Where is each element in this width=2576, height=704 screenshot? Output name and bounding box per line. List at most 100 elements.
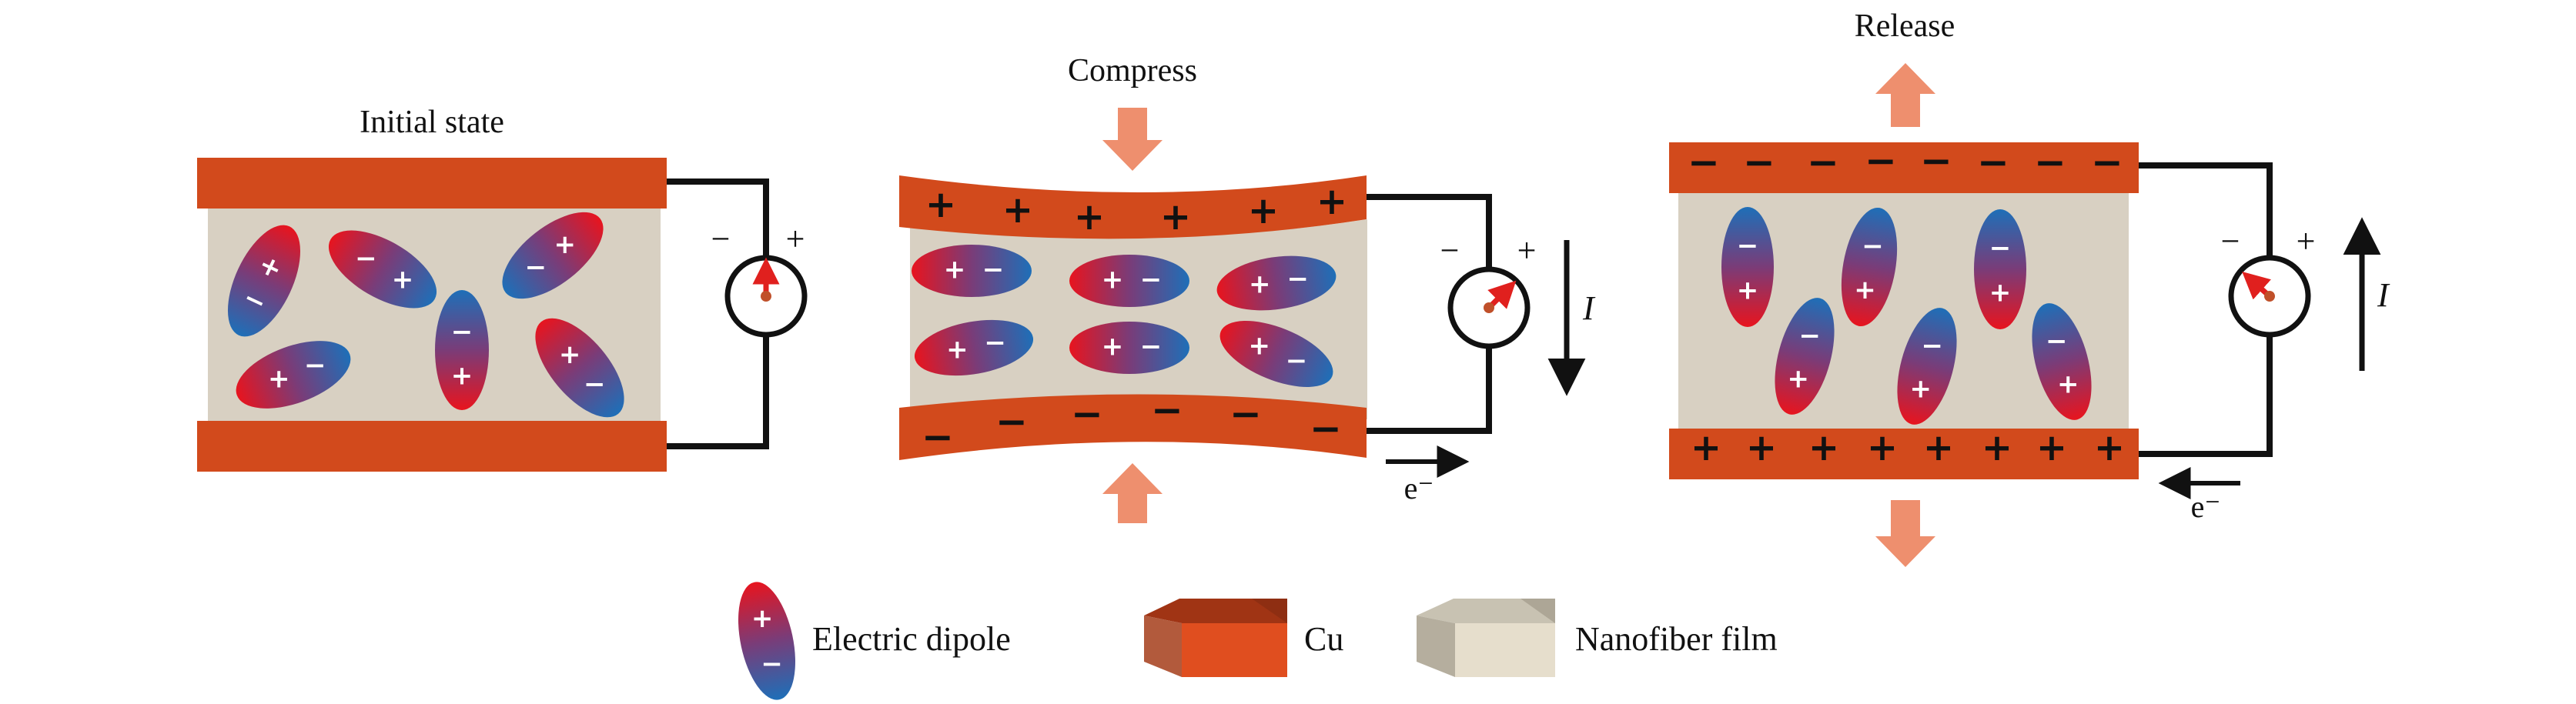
- bottom-charge-sign: +: [1808, 426, 1839, 469]
- dipole-plus-sign: +: [1249, 269, 1271, 300]
- dipole-plus-sign: +: [944, 255, 966, 285]
- top-charge-sign: −: [2091, 140, 2123, 185]
- bottom-charge-sign: −: [995, 399, 1028, 444]
- initial-top-electrode: [197, 158, 667, 209]
- legend-cu-label: Cu: [1304, 620, 1343, 658]
- dipole-plus-sign: +: [751, 603, 774, 634]
- electric-dipole: + −: [1775, 298, 1835, 415]
- bottom-charge-sign: +: [1982, 426, 2012, 469]
- bottom-charge-sign: +: [1691, 426, 1721, 469]
- top-charge-sign: −: [1807, 140, 1839, 185]
- legend-film-label: Nanofiber film: [1575, 620, 1778, 658]
- release-current-label: I: [2377, 276, 2390, 314]
- dipole-minus-sign: −: [1286, 345, 1308, 376]
- dipole-minus-sign: −: [1737, 231, 1759, 262]
- electric-dipole: + −: [1219, 321, 1333, 387]
- top-charge-sign: +: [1074, 195, 1105, 239]
- electric-dipole: + −: [1216, 255, 1337, 311]
- initial-bottom-electrode: [197, 421, 667, 472]
- dipole-minus-sign: −: [1798, 320, 1821, 351]
- release-down-arrow: [1875, 500, 1935, 567]
- top-charge-sign: −: [1743, 140, 1775, 185]
- dipole-minus-sign: −: [761, 649, 783, 679]
- release-up-arrow: [1875, 63, 1935, 127]
- panel-release: Release − − − − − − − − + + + + + + + +: [1669, 8, 2390, 567]
- electric-dipole: + −: [1974, 209, 2026, 329]
- compress-dipoles: + − + − + − + − + −: [912, 245, 1337, 387]
- compress-bottom-electrode: [899, 394, 1367, 460]
- bottom-charge-sign: +: [2036, 426, 2067, 469]
- electric-dipole: + −: [1841, 207, 1898, 327]
- compress-top-electrode: [899, 175, 1367, 239]
- electric-dipole: + −: [1721, 207, 1774, 327]
- release-bottom-electrode: [1669, 429, 2139, 479]
- panel-compress: Compress + + + + + + − − − − − − + −: [899, 53, 1596, 523]
- legend-film-block: [1417, 599, 1555, 677]
- electric-dipole: + −: [236, 341, 351, 409]
- release-meter-minus: −: [2221, 222, 2240, 260]
- bottom-charge-sign: −: [1310, 406, 1342, 451]
- release-electron-label: e⁻: [2191, 489, 2221, 524]
- dipole-plus-sign: +: [559, 339, 581, 370]
- release-bottom-charges: + + + + + + + +: [1691, 426, 2125, 469]
- dipole-minus-sign: −: [1862, 231, 1884, 262]
- initial-circuit-wire: [667, 179, 769, 449]
- initial-dipoles: + − + − + − + − + −: [227, 212, 624, 418]
- legend-dipole-label: Electric dipole: [812, 620, 1011, 658]
- dipole-minus-sign: −: [2046, 325, 2068, 356]
- dipole-minus-sign: −: [451, 317, 473, 348]
- release-meter: [2228, 255, 2311, 338]
- panel-release-title: Release: [1855, 8, 1955, 44]
- electric-dipole: + −: [912, 245, 1032, 297]
- dipole-plus-sign: +: [1102, 265, 1124, 295]
- panel-initial-title: Initial state: [360, 105, 504, 140]
- legend-dipole-icon: + −: [738, 582, 796, 700]
- electric-dipole: + −: [1069, 255, 1189, 307]
- initial-meter-plus: +: [786, 220, 805, 258]
- bottom-charge-sign: +: [1867, 426, 1898, 469]
- electric-dipole: + −: [1069, 322, 1189, 374]
- top-charge-sign: +: [1248, 189, 1279, 232]
- compress-top-charges: + + + + + +: [925, 180, 1347, 239]
- dipole-plus-sign: +: [1102, 332, 1124, 362]
- top-charge-sign: −: [2034, 140, 2066, 185]
- bottom-charge-sign: −: [1229, 392, 1262, 436]
- bottom-charge-sign: −: [1071, 392, 1103, 436]
- dipole-plus-sign: +: [451, 361, 473, 392]
- dipole-plus-sign: +: [2057, 369, 2079, 399]
- dipole-plus-sign: +: [1737, 275, 1759, 306]
- dipole-minus-sign: −: [1286, 264, 1309, 295]
- legend: + − Electric dipole Cu Nanofiber film: [738, 582, 1778, 700]
- top-charge-sign: −: [1865, 138, 1897, 183]
- dipole-plus-sign: +: [1989, 278, 2012, 309]
- electric-dipole: + −: [502, 212, 604, 299]
- electric-dipole: + −: [2032, 303, 2092, 420]
- electric-dipole: + −: [435, 290, 489, 410]
- dipole-minus-sign: −: [982, 255, 1005, 285]
- release-top-charges: − − − − − − − −: [1688, 138, 2123, 185]
- dipole-plus-sign: +: [1248, 331, 1270, 362]
- release-top-electrode: [1669, 142, 2139, 193]
- dipole-minus-sign: −: [304, 350, 326, 381]
- release-meter-plus: +: [2297, 222, 2316, 260]
- top-charge-sign: +: [1316, 180, 1347, 223]
- dipole-plus-sign: +: [554, 229, 577, 260]
- compress-down-arrow: [1102, 108, 1163, 171]
- top-charge-sign: −: [1920, 138, 1952, 183]
- dipole-minus-sign: −: [1140, 332, 1163, 362]
- dipole-minus-sign: −: [525, 252, 547, 283]
- release-circuit-wire: [2139, 162, 2273, 457]
- top-charge-sign: −: [1688, 140, 1720, 185]
- initial-meter: [724, 255, 808, 338]
- electric-dipole: + −: [1897, 308, 1957, 425]
- compress-electron-label: e⁻: [1404, 471, 1434, 505]
- initial-meter-minus: −: [711, 220, 731, 258]
- compress-current-label: I: [1582, 289, 1596, 327]
- top-charge-sign: −: [1977, 140, 2009, 185]
- electric-dipole: + −: [328, 230, 437, 309]
- compress-meter-minus: −: [1440, 232, 1460, 269]
- dipole-minus-sign: −: [1140, 265, 1163, 295]
- legend-cu-block: [1144, 599, 1287, 677]
- panel-initial: Initial state − + + − + −: [197, 105, 808, 472]
- dipole-plus-sign: +: [268, 363, 290, 394]
